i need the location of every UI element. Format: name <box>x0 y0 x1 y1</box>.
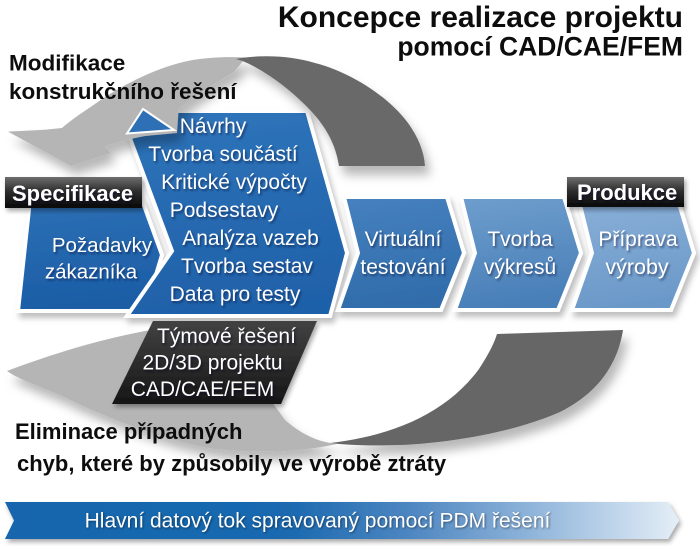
svg-text:zákazníka: zákazníka <box>45 261 138 284</box>
svg-text:2D/3D projektu: 2D/3D projektu <box>142 352 282 375</box>
svg-text:Data pro testy: Data pro testy <box>170 283 301 306</box>
svg-text:Analýza vazeb: Analýza vazeb <box>182 227 319 250</box>
svg-text:Specifikace: Specifikace <box>12 181 133 206</box>
svg-text:Tvorba sestav: Tvorba sestav <box>181 255 313 278</box>
svg-text:CAD/CAE/FEM: CAD/CAE/FEM <box>131 378 275 401</box>
svg-text:výroby: výroby <box>605 255 669 279</box>
svg-text:výkresů: výkresů <box>484 256 556 279</box>
svg-text:Koncepce realizace projektu: Koncepce realizace projektu <box>278 1 683 34</box>
svg-text:Kritické výpočty: Kritické výpočty <box>161 171 307 194</box>
svg-text:Příprava: Příprava <box>598 228 678 251</box>
svg-text:pomocí CAD/CAE/FEM: pomocí CAD/CAE/FEM <box>397 32 683 62</box>
svg-text:Hlavní datový tok spravovaný p: Hlavní datový tok spravovaný pomocí PDM … <box>85 510 551 533</box>
svg-text:Virtuální: Virtuální <box>365 228 442 251</box>
svg-text:Návrhy: Návrhy <box>180 115 247 138</box>
svg-text:Eliminace případných: Eliminace případných <box>15 419 242 444</box>
svg-text:Podsestavy: Podsestavy <box>170 199 279 222</box>
svg-text:Požadavky: Požadavky <box>52 234 153 257</box>
svg-text:Tvorba součástí: Tvorba součástí <box>148 143 298 166</box>
svg-text:chyb, které by způsobily ve vý: chyb, které by způsobily ve výrobě ztrát… <box>17 451 447 476</box>
svg-text:Tvorba: Tvorba <box>487 228 553 251</box>
svg-text:Modifikace: Modifikace <box>9 51 125 76</box>
svg-text:konstrukčního řešení: konstrukčního řešení <box>9 79 237 104</box>
svg-text:Týmové řešení: Týmové řešení <box>157 325 296 348</box>
svg-text:testování: testování <box>360 256 445 279</box>
svg-text:Produkce: Produkce <box>577 180 677 205</box>
